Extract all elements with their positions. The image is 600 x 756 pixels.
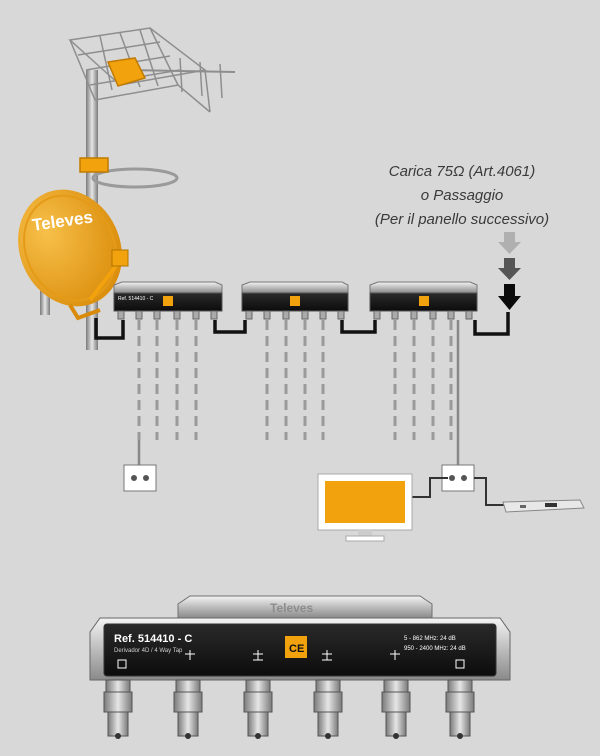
caption-line-1: Carica 75Ω (Art.4061) — [388, 163, 536, 180]
tap-splitter-icon: Ref. 514410 - C — [113, 281, 223, 320]
caption-line-2: o Passaggio — [420, 187, 504, 204]
product-brand-logo: Televes — [270, 601, 313, 615]
tv-icon — [317, 473, 413, 542]
product-ref-label: Ref. 514410 - C — [114, 633, 192, 645]
down-arrow-icon — [498, 232, 521, 254]
port-glyphs — [117, 650, 465, 669]
f-connectors — [103, 679, 475, 739]
drop-lines — [137, 320, 453, 440]
outlet-cables — [137, 320, 460, 465]
tv-cable — [412, 477, 505, 506]
termination-caption: Carica 75Ω (Art.4061) o Passaggio (Per i… — [342, 160, 582, 232]
product-tap-closeup: Televes Ref. 514410 - C Derivador 4D / 4… — [89, 595, 511, 739]
wall-outlet-icon — [123, 464, 157, 492]
product-subtitle: Derivador 4D / 4 Way Tap — [114, 648, 183, 654]
down-arrow-icon — [498, 258, 521, 280]
tap-splitter-icon — [369, 281, 478, 320]
product-spec-2: 950 - 2400 MHz: 24 dB — [404, 646, 466, 652]
trunk-cable — [94, 312, 510, 340]
set-top-box-icon — [502, 499, 585, 513]
satellite-dish-icon: Televes — [18, 189, 129, 321]
ce-badge — [285, 636, 307, 658]
caption-line-3: (Per il panello successivo) — [374, 211, 550, 228]
tap-splitter-icon — [241, 281, 349, 320]
uhf-antenna-icon — [68, 27, 236, 189]
product-spec-1: 5 - 862 MHz: 24 dB — [404, 636, 456, 642]
tap-ref-label: Ref. 514410 - C — [118, 296, 154, 302]
down-arrow-icon — [498, 284, 521, 310]
ce-mark: CE — [289, 643, 304, 655]
